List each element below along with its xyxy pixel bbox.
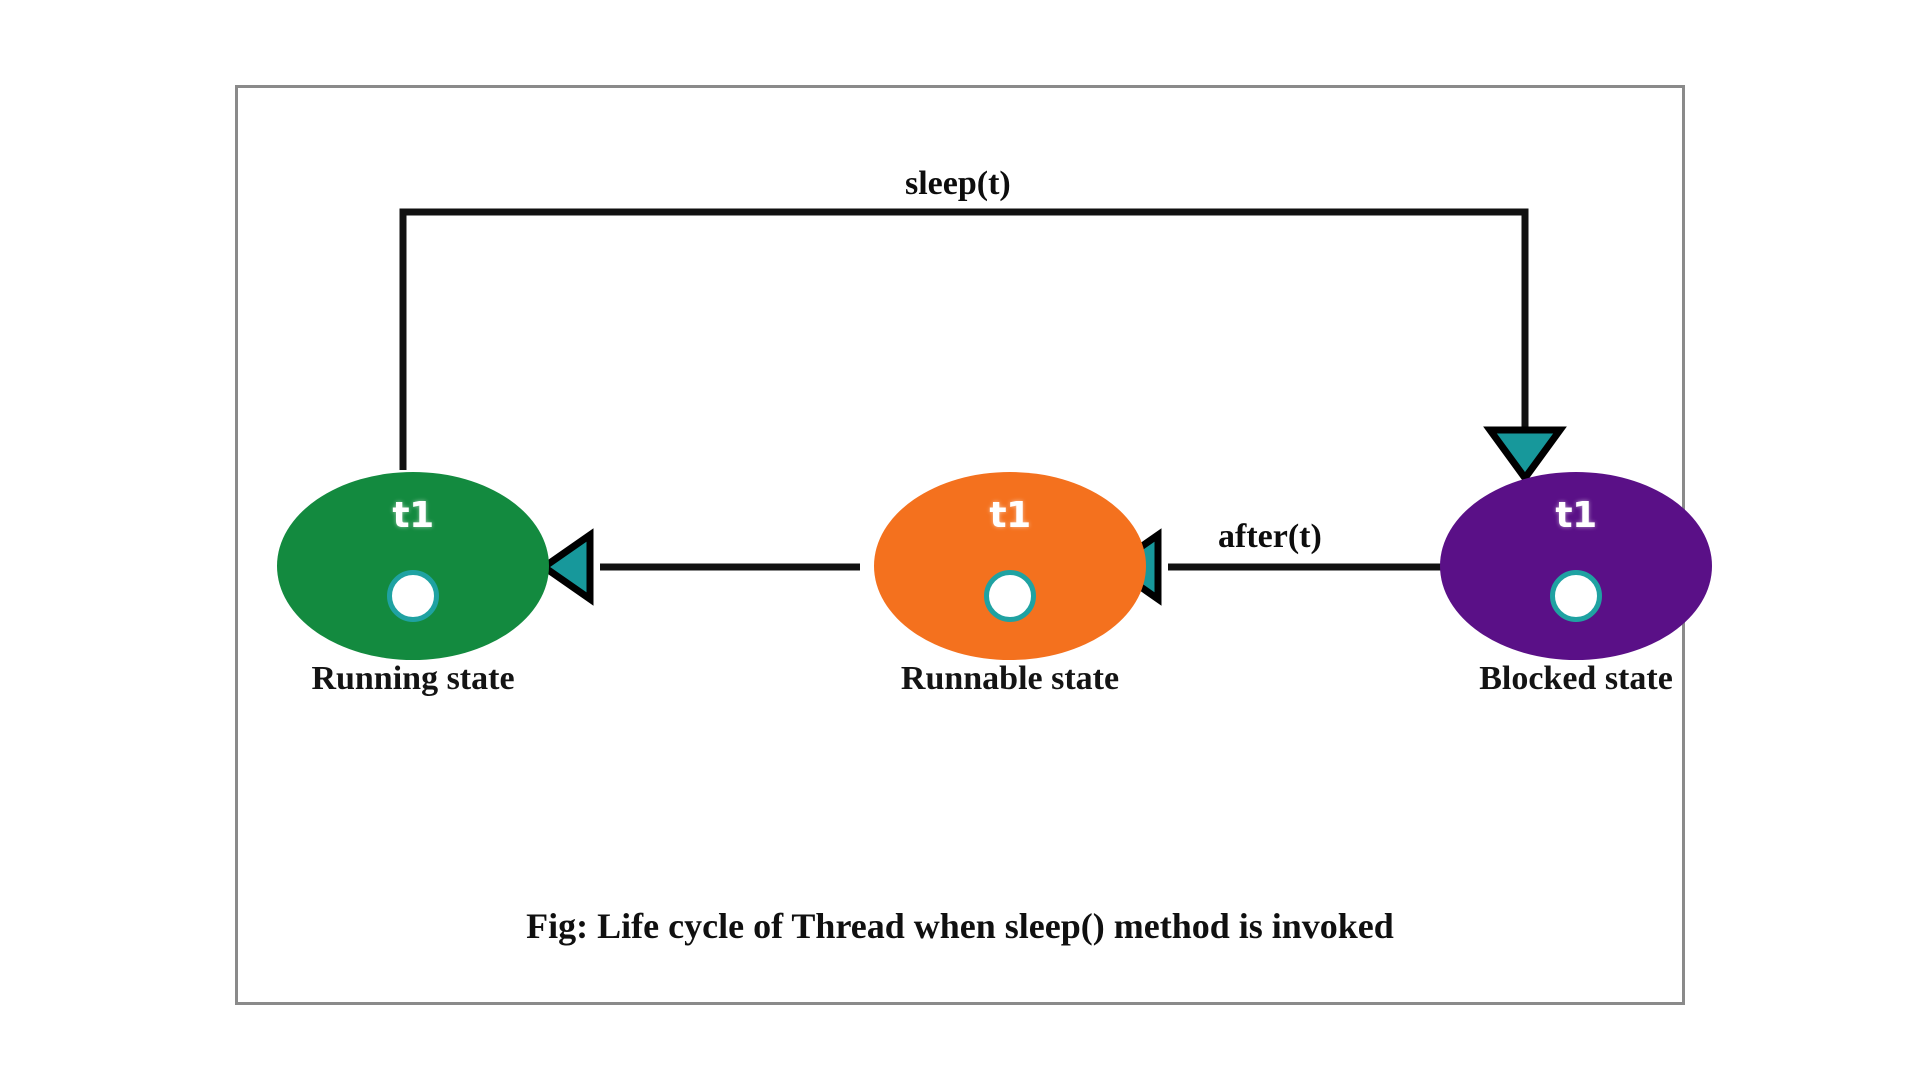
thread-label-runnable: t1: [989, 495, 1031, 536]
state-caption-running: Running state: [311, 660, 515, 697]
thread-label-running: t1: [392, 495, 434, 536]
thread-label-blocked: t1: [1555, 495, 1597, 536]
state-caption-runnable: Runnable state: [900, 660, 1120, 697]
state-node-blocked[interactable]: t1: [1440, 472, 1712, 660]
thread-dot-runnable: [984, 570, 1036, 622]
state-caption-blocked: Blocked state: [1479, 660, 1673, 697]
figure-caption: Fig: Life cycle of Thread when sleep() m…: [526, 906, 1394, 946]
edge-label-after: after(t): [1218, 518, 1322, 555]
state-node-runnable[interactable]: t1: [874, 472, 1146, 660]
thread-dot-running: [387, 570, 439, 622]
thread-dot-blocked: [1550, 570, 1602, 622]
state-node-running[interactable]: t1: [277, 472, 549, 660]
edge-label-sleep: sleep(t): [905, 165, 1011, 202]
